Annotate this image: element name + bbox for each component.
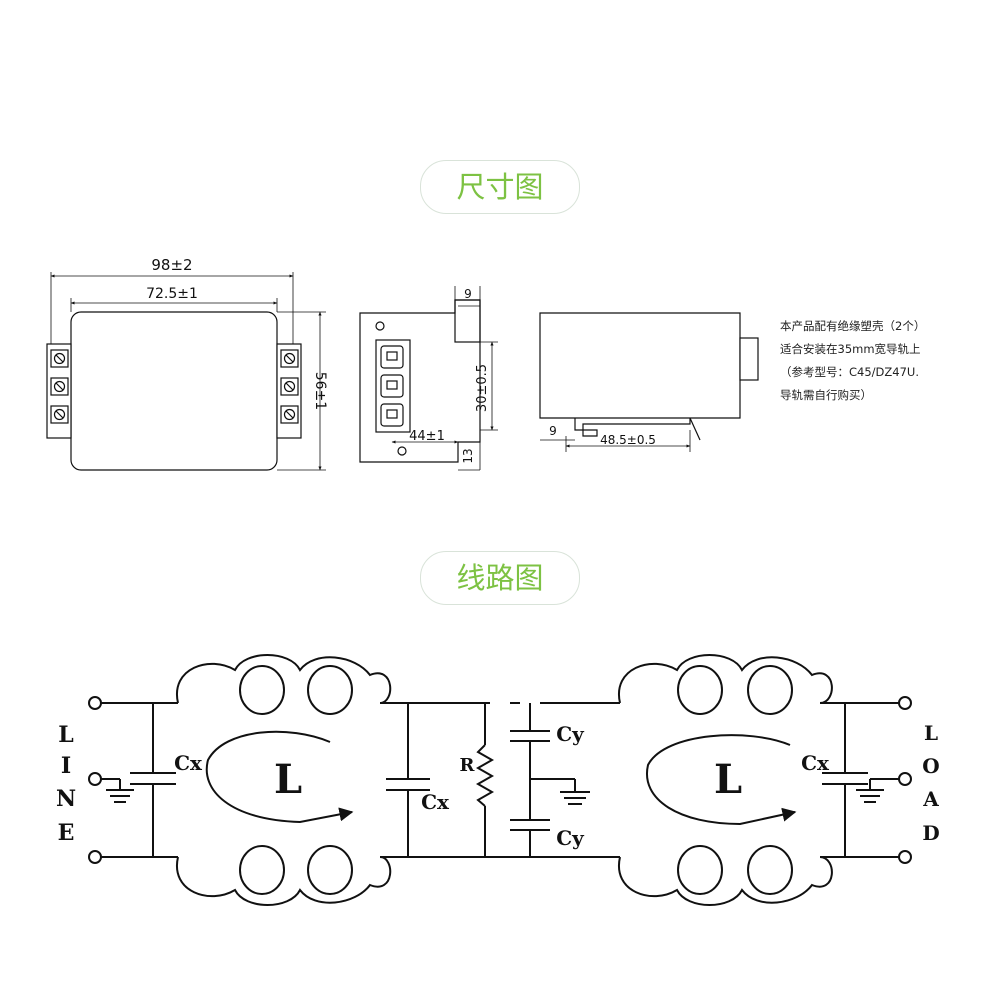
dimension-section-title: 尺寸图: [420, 160, 580, 214]
note-line-1: 本产品配有绝缘塑壳（2个）: [780, 319, 926, 333]
load-letter-3: A: [922, 787, 939, 811]
rail-offset-label: 9: [549, 424, 557, 438]
side-bottom-label: 13: [461, 448, 475, 463]
right-cx-label: Cx: [801, 751, 830, 775]
side-top-label: 9: [464, 287, 472, 301]
rail-length-label: 48.5±0.5: [600, 433, 656, 447]
note-line-3: （参考型号：C45/DZ47U.: [780, 365, 919, 379]
middle-cx-label: Cx: [421, 790, 450, 814]
line-terminal-ground: [88, 772, 102, 786]
right-terminal-block: [276, 343, 302, 439]
overall-width-label: 98±2: [151, 256, 192, 274]
side-rail-height-label: 30±0.5: [475, 364, 490, 412]
note-line-2: 适合安装在35mm宽导轨上: [780, 342, 921, 356]
line-terminal-bottom: [88, 850, 102, 864]
right-inductor-label: L: [714, 756, 742, 803]
side-depth-label: 44±1: [409, 429, 445, 444]
load-letter-2: O: [922, 754, 939, 778]
line-letter-3: N: [56, 786, 76, 812]
rail-view: [539, 312, 759, 452]
left-terminal-block: [46, 343, 72, 439]
side-view: [359, 286, 498, 471]
front-view: [46, 272, 326, 471]
load-letter-1: L: [924, 721, 938, 745]
line-label: L I N E: [56, 722, 76, 846]
note-line-4: 导轨需自行购买）: [780, 388, 872, 402]
load-letter-4: D: [922, 821, 939, 845]
left-inductor-label: L: [274, 756, 302, 803]
load-terminal-bottom: [898, 850, 912, 864]
top-cy-label: Cy: [556, 722, 585, 746]
load-terminal-top: [898, 696, 912, 710]
line-terminal-top: [88, 696, 102, 710]
line-letter-1: L: [58, 722, 73, 748]
circuit-wiring: [88, 654, 912, 906]
height-label: 56±1: [312, 372, 328, 410]
left-cx-label: Cx: [174, 751, 203, 775]
mount-spacing-label: 72.5±1: [146, 286, 198, 302]
line-letter-2: I: [61, 753, 71, 779]
load-terminal-ground: [898, 772, 912, 786]
line-letter-4: E: [58, 820, 75, 846]
bottom-cy-label: Cy: [556, 826, 585, 850]
resistor-label: R: [460, 755, 476, 776]
load-label: L O A D: [922, 721, 939, 845]
circuit-section-title: 线路图: [420, 551, 580, 605]
